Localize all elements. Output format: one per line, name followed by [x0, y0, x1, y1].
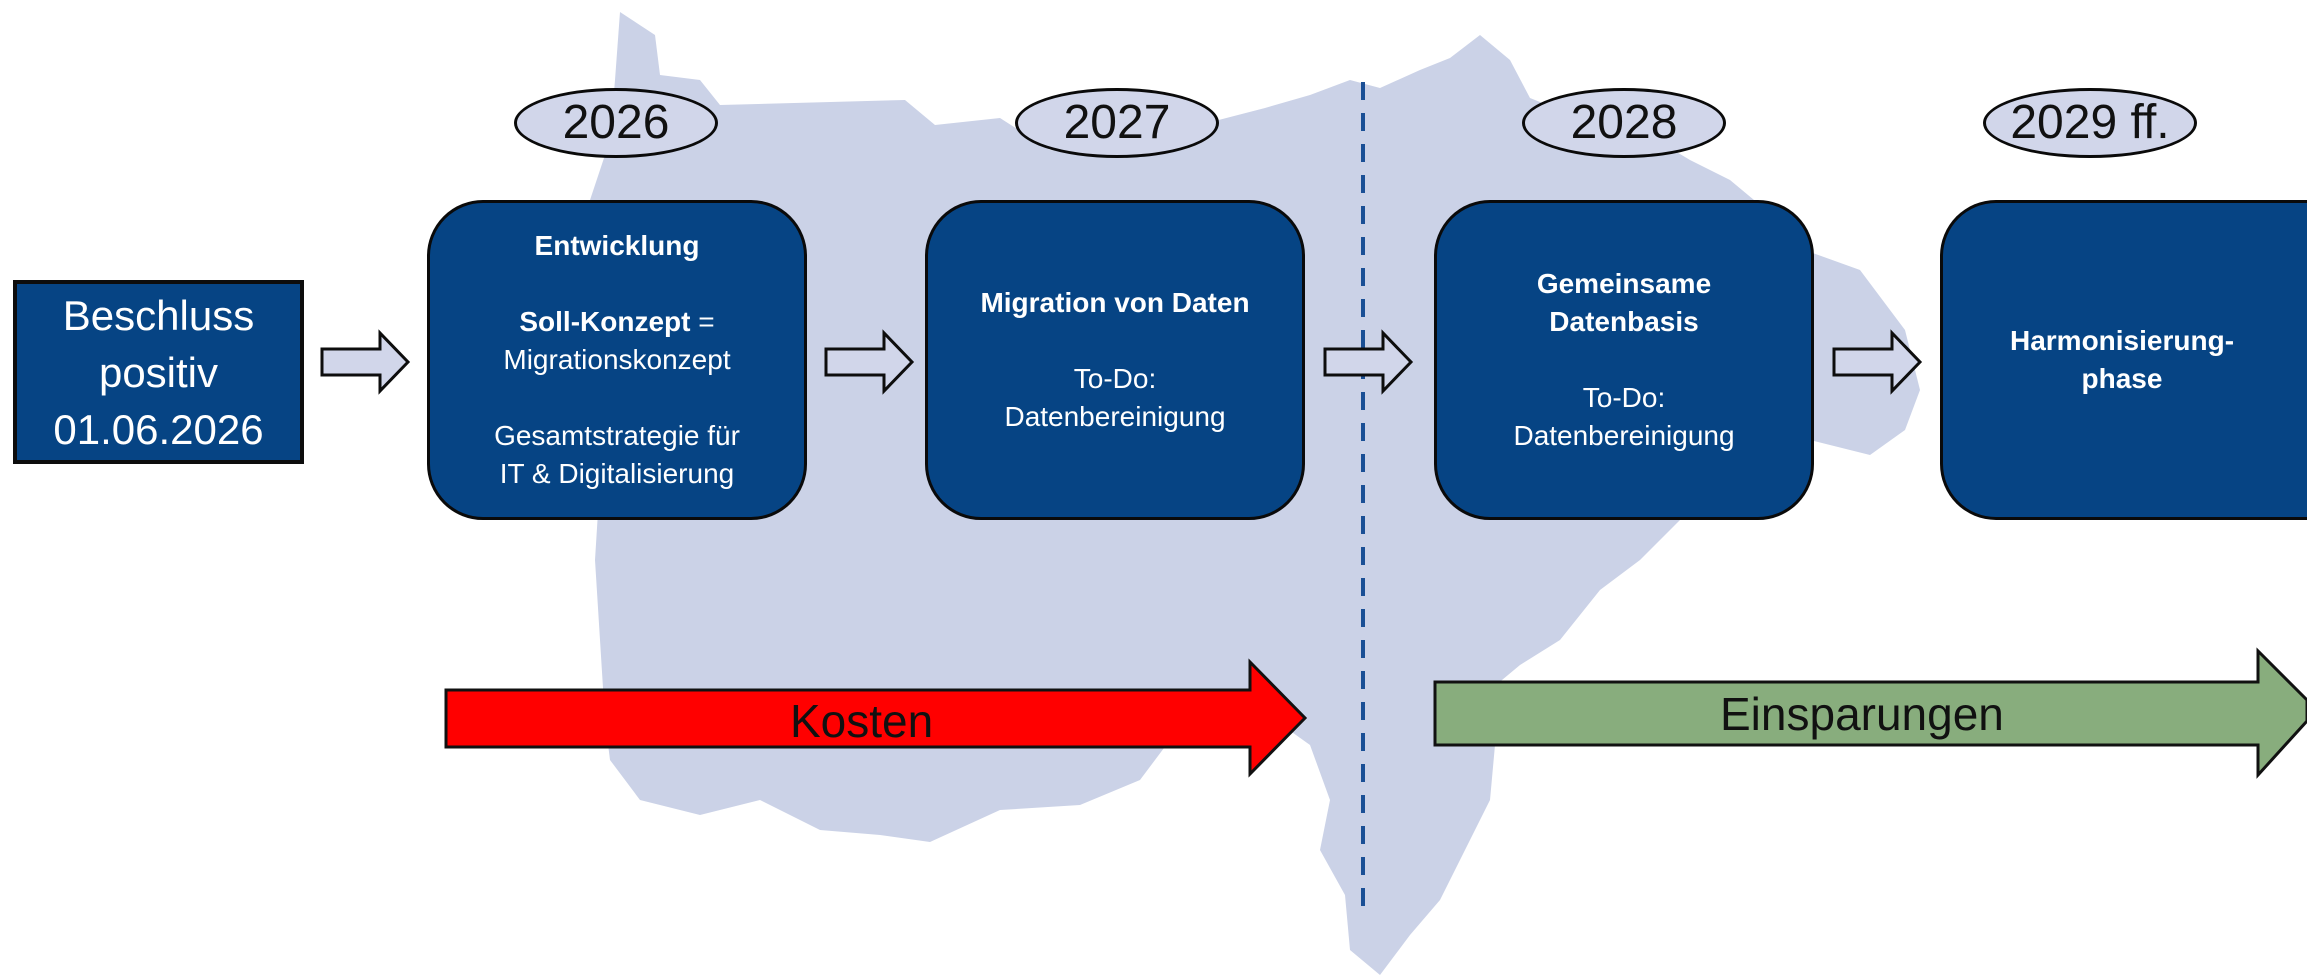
- savings-arrow: [1433, 647, 2307, 779]
- concept-line-2: Migrationskonzept: [503, 344, 731, 375]
- year-text: 2028: [1570, 96, 1678, 149]
- step-arrow-4: [1832, 329, 1923, 395]
- todo-label: To-Do:: [1582, 382, 1666, 413]
- year-text: 2027: [1063, 96, 1171, 149]
- phase-title-line-1: Harmonisierung-: [2009, 325, 2235, 356]
- todo-label: To-Do:: [1073, 363, 1157, 394]
- savings-label: Einsparungen: [1720, 688, 2004, 740]
- strategy-line-2: IT & Digitalisierung: [499, 458, 735, 489]
- strategy-line-1: Gesamtstrategie für: [494, 420, 740, 451]
- year-label-2028: 2028: [1522, 88, 1726, 158]
- step-arrow-3: [1323, 329, 1414, 395]
- phase-box-migration: Migration von Daten To-Do: Datenbereinig…: [925, 200, 1305, 520]
- phase-box-development: Entwicklung Soll-Konzept = Migrationskon…: [427, 200, 807, 520]
- year-text: 2029 ff.: [2010, 96, 2170, 149]
- decision-line: 01.06.2026: [53, 405, 264, 453]
- costs-arrow: [444, 658, 1308, 778]
- phase-title-line-2: Datenbasis: [1549, 306, 1699, 337]
- costs-label: Kosten: [790, 695, 934, 747]
- decision-box: Beschluss positiv 01.06.2026: [13, 280, 304, 464]
- year-label-2029: 2029 ff.: [1983, 88, 2197, 158]
- year-text: 2026: [562, 96, 670, 149]
- step-arrow-2: [824, 329, 915, 395]
- todo-text: Datenbereinigung: [1004, 401, 1226, 432]
- phase-title: Entwicklung: [534, 230, 700, 261]
- phase-title-line-1: Gemeinsame: [1536, 268, 1712, 299]
- phase-box-database: Gemeinsame Datenbasis To-Do: Datenberein…: [1434, 200, 1814, 520]
- year-label-2027: 2027: [1015, 88, 1219, 158]
- year-label-2026: 2026: [514, 88, 718, 158]
- decision-line: positiv: [98, 348, 219, 396]
- concept-rest: =: [690, 306, 715, 337]
- phase-box-harmonization: Harmonisierung- phase: [1940, 200, 2307, 520]
- decision-line: Beschluss: [62, 291, 255, 339]
- step-arrow-1: [320, 329, 411, 395]
- phase-title-line-2: phase: [2081, 363, 2163, 394]
- concept-bold: Soll-Konzept: [519, 306, 691, 337]
- concept-line: Soll-Konzept =: [519, 303, 714, 341]
- todo-text: Datenbereinigung: [1513, 420, 1735, 451]
- phase-title: Migration von Daten: [980, 287, 1250, 318]
